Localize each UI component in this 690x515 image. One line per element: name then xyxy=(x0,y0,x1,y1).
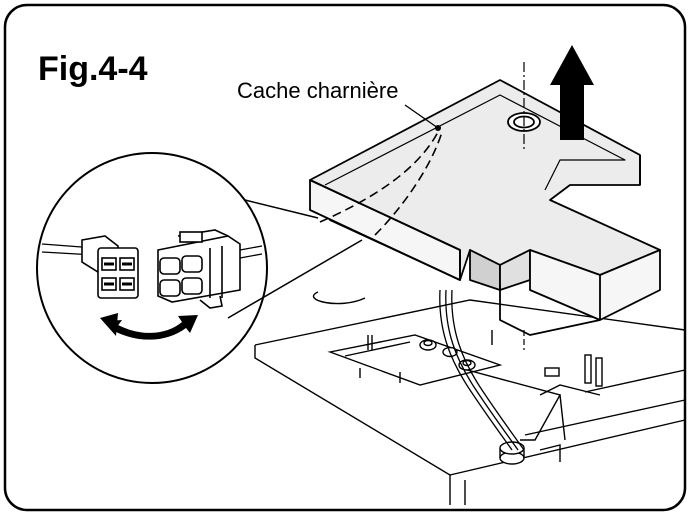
callout-dot xyxy=(435,125,441,131)
callout-label-hinge-cover: Cache charnière xyxy=(237,78,399,103)
magnifier-circle xyxy=(36,152,268,384)
printer-base xyxy=(254,299,686,505)
connector-detail xyxy=(36,152,363,384)
figure-title: Fig.4-4 xyxy=(38,50,148,88)
callout-leader xyxy=(404,104,439,129)
cable-bundle xyxy=(439,289,525,451)
double-curved-arrow-icon xyxy=(100,313,198,340)
hidden-cable xyxy=(319,127,443,236)
up-arrow-icon xyxy=(550,45,594,140)
cable-loop xyxy=(312,291,366,305)
